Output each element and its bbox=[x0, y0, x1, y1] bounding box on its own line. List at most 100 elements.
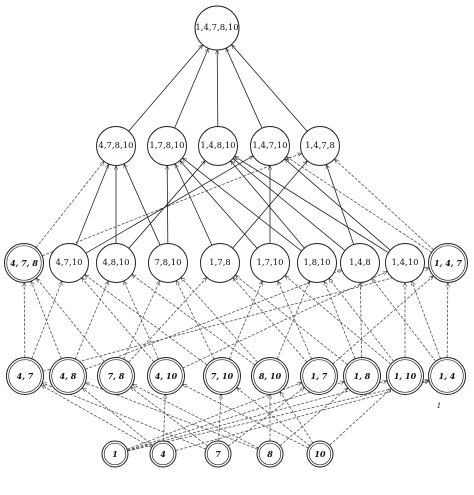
node-label: 1, 10 bbox=[394, 371, 417, 381]
dashed-edge-1-7-to-1-4-7 bbox=[332, 276, 433, 365]
dashed-edge-7-10-to-1-7-10 bbox=[228, 281, 263, 360]
node-inner-ring bbox=[103, 442, 127, 466]
dashed-edge-4-8-to-1-4-8 bbox=[85, 270, 342, 370]
edge-1-8-10-to-1-4-8-10 bbox=[231, 161, 305, 249]
node-inner-ring bbox=[149, 359, 183, 393]
node-8-10: 8, 10 bbox=[251, 357, 289, 395]
node-1-7-8-10: 1,7,8,10 bbox=[147, 126, 187, 166]
node-label: 1,7,10 bbox=[256, 258, 283, 268]
node-7-8: 7, 8 bbox=[97, 357, 135, 395]
node-1-8-10: 1,8,10 bbox=[297, 243, 337, 283]
dashed-edge-4-to-1-4 bbox=[175, 381, 430, 451]
dashed-edge-1-4-to-1-4-7 bbox=[447, 282, 448, 358]
dashed-edge-4-10-to-1-4-10 bbox=[182, 270, 388, 369]
node-4-7-8-10: 4,7,8,10 bbox=[96, 126, 136, 166]
node-1-8: 1, 8 bbox=[343, 357, 381, 395]
dashed-edge-1-10-to-1-8-10 bbox=[329, 278, 394, 362]
node-label: 1,4,8,10 bbox=[200, 141, 235, 151]
node-circle bbox=[194, 5, 240, 51]
node-7-10: 7, 10 bbox=[203, 357, 241, 395]
node-circle bbox=[49, 243, 89, 283]
dashed-edge-4-8-to-4-8-10 bbox=[74, 281, 109, 360]
node-7-8-10: 7,8,10 bbox=[148, 243, 188, 283]
node-label: 1,7,8,10 bbox=[149, 141, 184, 151]
node-label: 7, 10 bbox=[211, 371, 234, 381]
node-inner-ring bbox=[151, 442, 175, 466]
node-label: 4,7,8,10 bbox=[98, 141, 133, 151]
dashed-edge-4-7-to-4-7-10 bbox=[31, 281, 62, 359]
dashed-edge-7-10-to-7-8-10 bbox=[176, 281, 215, 360]
node-1-4-7-8: 1,4,7,8 bbox=[300, 126, 340, 166]
dashed-edge-7-8-to-1-7-8 bbox=[128, 277, 207, 363]
node-inner-ring bbox=[430, 245, 466, 281]
dashed-edge-1-10-to-1-7-10 bbox=[285, 276, 392, 365]
node-circle bbox=[300, 357, 338, 395]
edge-1-4-8-to-1-4-8-10 bbox=[233, 158, 346, 251]
node-circle bbox=[4, 243, 44, 283]
node-label: 4, 7 bbox=[17, 371, 34, 381]
node-label: 1,4,7,10 bbox=[252, 141, 287, 151]
node-label: 4 bbox=[160, 449, 166, 459]
node-circle bbox=[97, 357, 135, 395]
edge-4-7-10-to-1-4-7-10 bbox=[85, 155, 253, 254]
node-circle bbox=[147, 126, 187, 166]
node-label: 1,4,7,8,10 bbox=[195, 23, 238, 33]
dashed-edge-1-4-to-1-4-10 bbox=[412, 281, 441, 359]
node-inner-ring bbox=[206, 442, 230, 466]
node-circle bbox=[385, 243, 425, 283]
node-circle bbox=[340, 243, 380, 283]
node-circle bbox=[147, 357, 185, 395]
node-circle bbox=[203, 357, 241, 395]
node-1: 1 bbox=[101, 440, 129, 468]
dashed-edge-1-8-to-1-8-10 bbox=[324, 281, 356, 359]
node-1-4-10: 1,4,10 bbox=[385, 243, 425, 283]
node-label: 1,8,10 bbox=[303, 258, 330, 268]
node-8: 8 bbox=[256, 440, 284, 468]
node-inner-ring bbox=[258, 442, 282, 466]
dashed-edge-7-to-7-8 bbox=[131, 387, 208, 447]
node-circle bbox=[300, 126, 340, 166]
node-inner-ring bbox=[308, 442, 332, 466]
dashed-edge-4-8-to-4-7-8 bbox=[31, 281, 62, 359]
node-4-10: 4, 10 bbox=[147, 357, 185, 395]
dashed-edge-10-to-1-10 bbox=[329, 389, 392, 446]
node-label: 4,8,10 bbox=[102, 258, 129, 268]
node-label: 4, 10 bbox=[155, 371, 178, 381]
node-circle bbox=[343, 357, 381, 395]
node-inner-ring bbox=[253, 359, 287, 393]
node-circle bbox=[96, 243, 136, 283]
dashed-edge-1-7-to-1-7-8 bbox=[233, 278, 308, 363]
node-inner-ring bbox=[388, 359, 422, 393]
node-1-7-10: 1,7,10 bbox=[250, 243, 290, 283]
dashed-edge-8-10-to-4-8-10 bbox=[132, 275, 256, 366]
dashed-edge-1-8-to-1-7-8 bbox=[235, 275, 348, 365]
edge-1-4-8-to-1-4-7-8 bbox=[326, 164, 355, 245]
node-circle bbox=[250, 243, 290, 283]
node-label: 1, 4, 7 bbox=[434, 258, 462, 268]
dashed-edge-7-to-1-7 bbox=[228, 387, 304, 447]
node-inner-ring bbox=[430, 359, 464, 393]
node-1-4-7-10: 1,4,7,10 bbox=[250, 126, 290, 166]
edge-1-7-10-to-1-7-8-10 bbox=[180, 161, 258, 249]
node-1-4-7: 1, 4, 7 bbox=[428, 243, 468, 283]
edge-1-7-8-to-1-7-8-10 bbox=[174, 164, 213, 246]
node-circle bbox=[428, 357, 466, 395]
edge-7-8-10-to-4-7-8-10 bbox=[123, 164, 161, 246]
edge-4-7-8-10-to-1-4-7-8-10 bbox=[128, 45, 203, 132]
dashed-edge-8-to-7-8 bbox=[133, 384, 259, 449]
node-circle bbox=[250, 126, 290, 166]
node-inner-ring bbox=[99, 359, 133, 393]
node-circle bbox=[6, 357, 44, 395]
node-label: 8, 10 bbox=[259, 371, 282, 381]
stray-label: 1 bbox=[437, 402, 441, 410]
dashed-edge-4-to-4-8 bbox=[82, 388, 154, 447]
node-4-7: 4, 7 bbox=[6, 357, 44, 395]
node-label: 1, 4 bbox=[439, 371, 456, 381]
dashed-edge-1-to-1-4 bbox=[127, 380, 429, 452]
edge-7-8-10-to-1-7-8-10 bbox=[167, 165, 168, 244]
node-1-4-8-10: 1,4,8,10 bbox=[198, 126, 238, 166]
dashed-edge-7-to-4-7 bbox=[42, 383, 207, 450]
dashed-edge-4-7-to-4-7-8 bbox=[24, 282, 25, 358]
node-inner-ring bbox=[51, 359, 85, 393]
